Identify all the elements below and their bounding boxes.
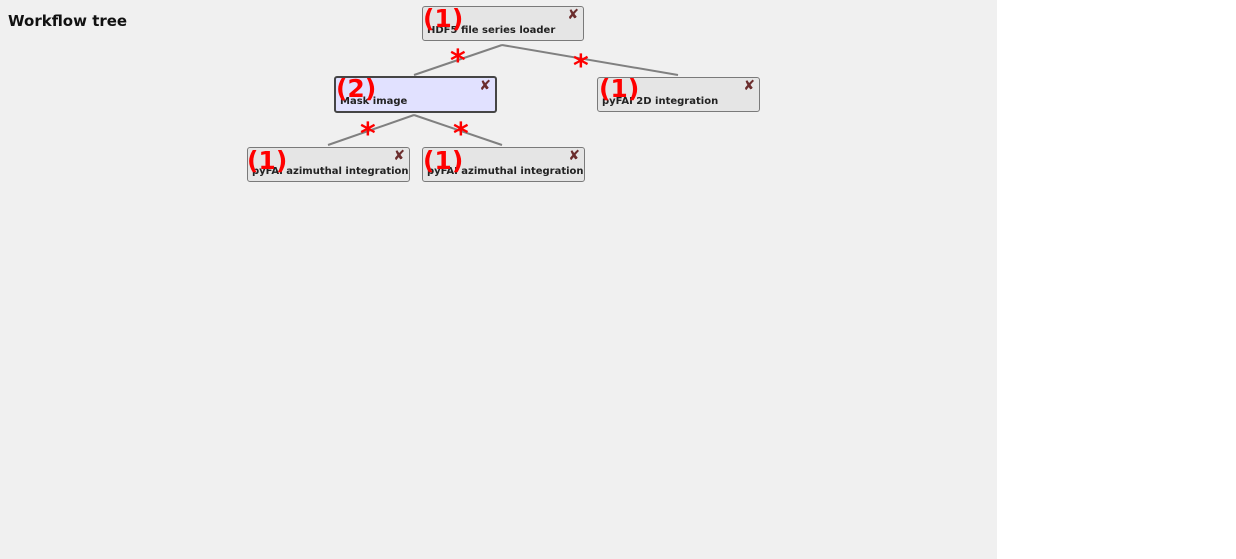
- annotation-badge: (1): [423, 4, 464, 33]
- node-label: Mask image: [340, 96, 408, 107]
- close-icon[interactable]: ✘: [743, 78, 755, 94]
- close-icon[interactable]: ✘: [393, 148, 405, 164]
- workflow-node-pyfai-az-2[interactable]: pyFAI azimuthal integration ✘: [422, 147, 585, 182]
- close-icon[interactable]: ✘: [479, 78, 491, 94]
- edge-marker: *: [450, 44, 466, 79]
- edge-loader-2d: [501, 44, 679, 76]
- edge-marker: *: [453, 117, 469, 152]
- annotation-badge: (2): [336, 74, 377, 103]
- annotation-badge: (1): [599, 74, 640, 103]
- workflow-node-hdf5-loader[interactable]: HDF5 file series loader ✘: [422, 6, 584, 41]
- node-label: pyFAI azimuthal integration: [252, 166, 409, 177]
- edge-mask-az2: [413, 114, 503, 146]
- node-label: pyFAI azimuthal integration: [427, 166, 584, 177]
- panel-title: Workflow tree: [8, 12, 128, 30]
- edge-marker: *: [573, 49, 589, 84]
- annotation-badge: (1): [247, 146, 288, 175]
- workflow-node-pyfai-az-1[interactable]: pyFAI azimuthal integration ✘: [247, 147, 410, 182]
- edge-marker: *: [360, 117, 376, 152]
- close-icon[interactable]: ✘: [568, 148, 580, 164]
- workflow-node-pyfai-2d[interactable]: pyFAI 2D integration ✘: [597, 77, 760, 112]
- close-icon[interactable]: ✘: [567, 7, 579, 23]
- annotation-badge: (1): [423, 146, 464, 175]
- edge-mask-az1: [327, 114, 415, 146]
- edge-layer: [327, 44, 679, 146]
- node-label: pyFAI 2D integration: [602, 96, 719, 107]
- edge-loader-mask: [413, 44, 503, 76]
- workflow-tree-panel: Workflow tree HDF5 file series loader ✘ …: [0, 0, 997, 559]
- node-label: HDF5 file series loader: [427, 25, 556, 36]
- workflow-node-mask-image[interactable]: Mask image ✘: [334, 76, 497, 113]
